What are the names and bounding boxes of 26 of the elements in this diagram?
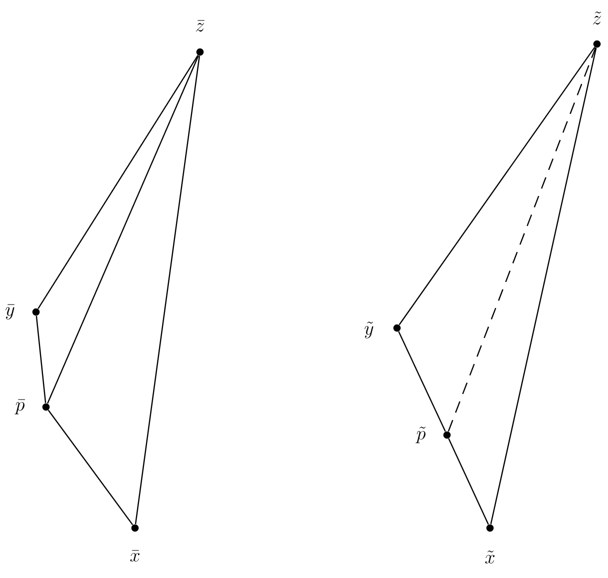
node-label: $\tilde{y}$ <box>364 322 374 338</box>
point: $\tilde{p}$ <box>416 426 451 444</box>
node-label: $\tilde{z}$ <box>593 12 602 25</box>
dashed-line <box>448 47 596 432</box>
point: $\bar{x}$ <box>130 524 140 562</box>
node-label: $\bar{p}$ <box>14 399 25 414</box>
line <box>398 331 446 432</box>
line <box>47 55 199 404</box>
point: $\tilde{y}$ <box>364 322 401 338</box>
line <box>448 438 489 525</box>
line <box>490 48 597 524</box>
node-label: $\bar{x}$ <box>130 550 140 562</box>
point: $\bar{y}$ <box>6 304 40 320</box>
point: $\bar{z}$ <box>196 20 204 56</box>
node-label: $\tilde{p}$ <box>416 426 426 444</box>
line <box>134 56 200 524</box>
line <box>398 46 596 326</box>
node-label: $\bar{y}$ <box>6 304 14 320</box>
line <box>48 410 134 526</box>
point: $\tilde{x}$ <box>485 524 495 564</box>
line <box>38 55 198 309</box>
point: $\tilde{z}$ <box>593 12 602 48</box>
node-label: $\bar{z}$ <box>196 20 204 32</box>
node-label: $\tilde{x}$ <box>485 550 495 564</box>
line <box>36 316 46 404</box>
point: $\bar{p}$ <box>14 399 50 414</box>
